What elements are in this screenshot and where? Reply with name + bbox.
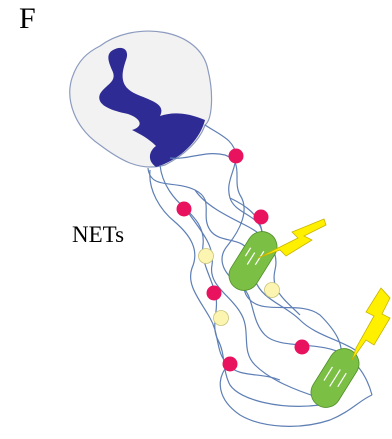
- granule-icon: [265, 283, 280, 298]
- granule-icon: [199, 249, 214, 264]
- panel-letter: F: [19, 4, 36, 34]
- nets-label: NETs: [72, 223, 124, 246]
- granule-icon: [223, 357, 238, 372]
- lightning-bolt-icon: [352, 288, 390, 360]
- granule-icon: [207, 286, 222, 301]
- granule-icon: [254, 210, 269, 225]
- granule-icon: [229, 149, 244, 164]
- granule-icon: [177, 202, 192, 217]
- granule-icon: [295, 340, 310, 355]
- granule-icon: [214, 311, 229, 326]
